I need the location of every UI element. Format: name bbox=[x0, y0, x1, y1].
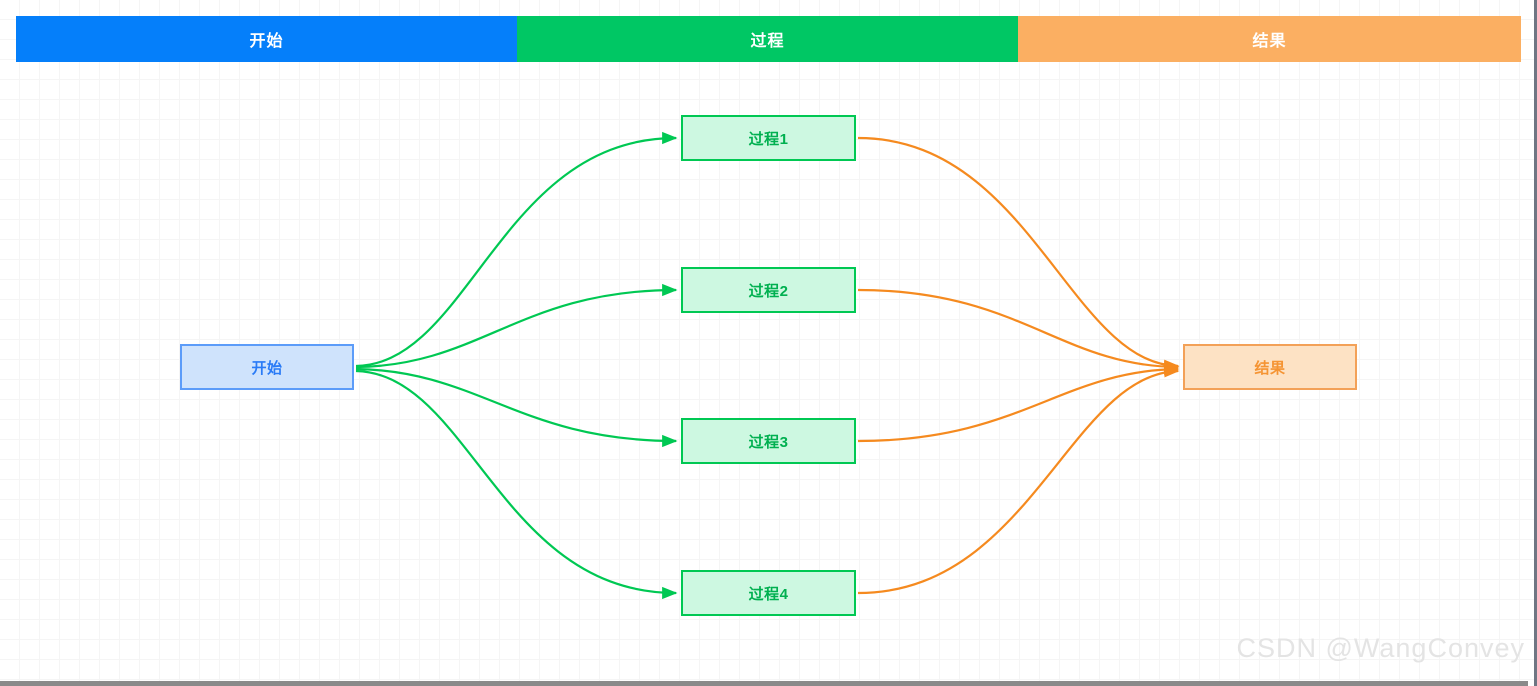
edge-start-to-p4 bbox=[355, 369, 678, 600]
edge-p2-to-result bbox=[857, 288, 1180, 374]
lane-header-result[interactable]: 结果 bbox=[1018, 16, 1521, 62]
edge-p4-to-result bbox=[857, 365, 1180, 595]
watermark: CSDN @WangConvey bbox=[1236, 633, 1525, 663]
edge-start-to-p2 bbox=[355, 283, 678, 369]
edge-p3-to-result bbox=[857, 363, 1180, 443]
edges-start-to-process bbox=[355, 131, 678, 600]
node-result[interactable]: 结果 bbox=[1183, 344, 1357, 390]
edge-p1-to-result bbox=[857, 136, 1180, 372]
horizontal-scrollbar[interactable] bbox=[0, 681, 1528, 686]
node-start[interactable]: 开始 bbox=[180, 344, 354, 390]
lane-header-result-label: 结果 bbox=[1252, 33, 1287, 50]
node-process-3[interactable]: 过程3 bbox=[681, 418, 856, 464]
lane-header-process-label: 过程 bbox=[750, 33, 785, 50]
node-process-3-label: 过程3 bbox=[748, 433, 789, 451]
lane-header-start[interactable]: 开始 bbox=[16, 16, 517, 62]
node-process-4-label: 过程4 bbox=[748, 585, 789, 603]
node-process-2[interactable]: 过程2 bbox=[681, 267, 856, 313]
node-start-label: 开始 bbox=[251, 359, 283, 377]
node-process-1[interactable]: 过程1 bbox=[681, 115, 856, 161]
node-process-1-label: 过程1 bbox=[748, 130, 789, 148]
lane-header-process[interactable]: 过程 bbox=[517, 16, 1018, 62]
node-result-label: 结果 bbox=[1254, 359, 1286, 377]
node-process-2-label: 过程2 bbox=[748, 282, 789, 300]
edge-start-to-p3 bbox=[355, 367, 678, 448]
lane-header-start-label: 开始 bbox=[249, 33, 284, 50]
node-process-4[interactable]: 过程4 bbox=[681, 570, 856, 616]
edges-process-to-result bbox=[857, 136, 1180, 595]
edge-start-to-p1 bbox=[355, 131, 678, 368]
